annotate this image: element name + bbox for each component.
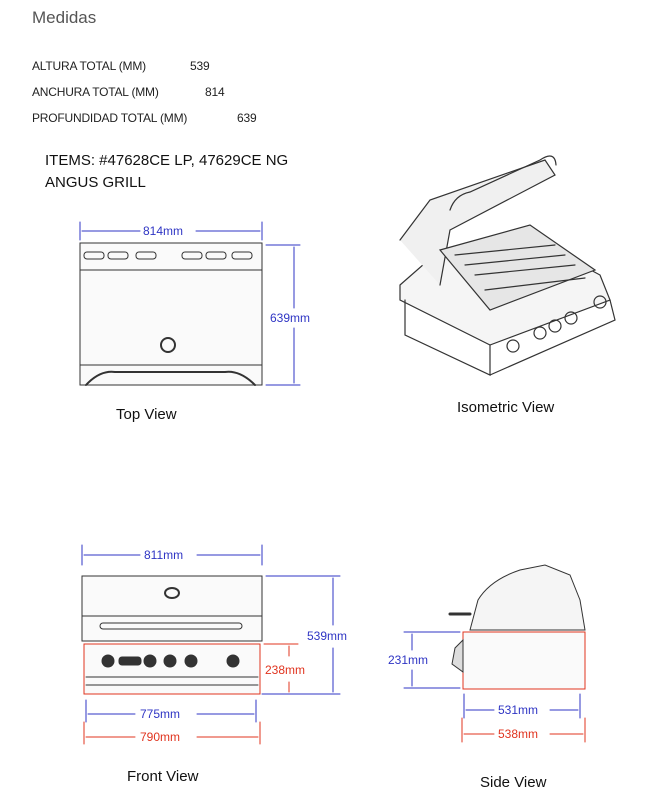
side-view-height-label: 231mm <box>388 653 428 667</box>
front-view-cutout-width-label: 790mm <box>140 730 180 744</box>
side-view-dimensions <box>403 631 586 743</box>
top-view-caption: Top View <box>116 406 177 423</box>
side-view-cutout-depth-label: 538mm <box>498 727 538 741</box>
front-view-inner-width-label: 775mm <box>140 707 180 721</box>
front-view-height-label: 539mm <box>307 629 347 643</box>
spec-label-width: ANCHURA TOTAL (MM) <box>32 85 159 99</box>
spec-value-height: 539 <box>190 59 210 73</box>
front-view-dimensions <box>81 544 341 745</box>
front-view-control-height-label: 238mm <box>265 663 305 677</box>
spec-label-depth: PROFUNDIDAD TOTAL (MM) <box>32 111 188 125</box>
top-view-depth-label: 639mm <box>270 311 310 325</box>
isometric-view-drawing <box>399 155 616 376</box>
side-view-caption: Side View <box>480 774 547 791</box>
product-name: ANGUS GRILL <box>45 174 146 191</box>
top-view-width-label: 814mm <box>143 224 183 238</box>
spec-value-width: 814 <box>205 85 225 99</box>
items-heading: ITEMS: #47628CE LP, 47629CE NG <box>45 152 289 169</box>
top-view-drawing <box>79 242 263 386</box>
side-view-inner-depth-label: 531mm <box>498 703 538 717</box>
isometric-view-caption: Isometric View <box>457 399 555 416</box>
section-title: Medidas <box>32 8 97 27</box>
side-view-drawing <box>448 564 586 690</box>
spec-value-depth: 639 <box>237 111 257 125</box>
front-view-width-label: 811mm <box>144 548 183 562</box>
spec-label-height: ALTURA TOTAL (MM) <box>32 59 146 73</box>
front-view-drawing <box>81 575 263 695</box>
front-view-caption: Front View <box>127 768 199 785</box>
top-view-dimensions <box>79 221 301 386</box>
